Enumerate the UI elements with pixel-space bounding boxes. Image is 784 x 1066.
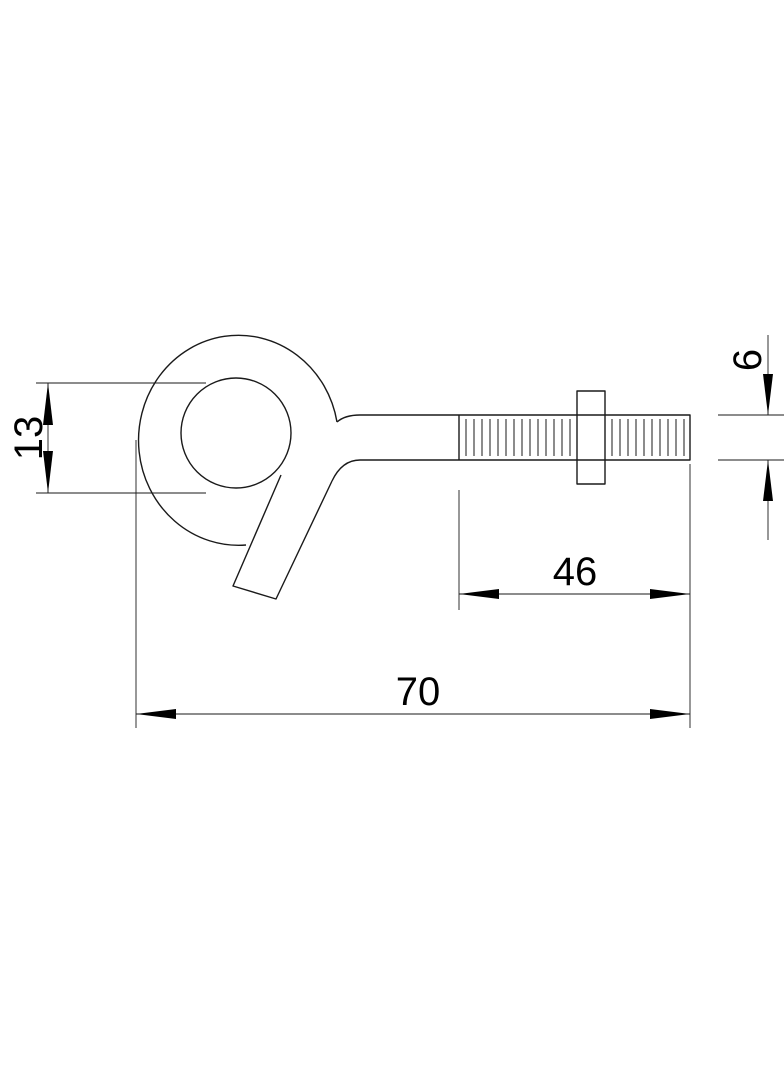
arrowhead bbox=[763, 460, 773, 501]
dimension-label-13: 13 bbox=[7, 416, 51, 461]
dimension-eye-diameter: 13 bbox=[7, 382, 206, 494]
arrowhead bbox=[136, 709, 176, 719]
dimension-label-6: 6 bbox=[726, 349, 770, 371]
arrowhead bbox=[763, 374, 773, 415]
nut bbox=[576, 390, 606, 485]
eye-outer-outline bbox=[137, 334, 338, 546]
arrowhead bbox=[650, 589, 690, 599]
eye-bolt-part bbox=[137, 334, 691, 600]
arrowhead bbox=[43, 383, 53, 425]
threaded-section bbox=[458, 414, 691, 461]
thread-hatching bbox=[465, 419, 685, 456]
eye-inner-hole bbox=[180, 377, 292, 489]
eye-tail bbox=[232, 474, 333, 600]
dimension-thread-diameter: 6 bbox=[718, 335, 784, 540]
arrowhead bbox=[43, 451, 53, 493]
dimension-label-70: 70 bbox=[396, 670, 441, 714]
arrowhead bbox=[650, 709, 690, 719]
shank bbox=[331, 414, 577, 482]
dimension-thread-length: 46 bbox=[458, 464, 691, 728]
dimension-overall-length: 70 bbox=[135, 440, 690, 728]
dimension-label-46: 46 bbox=[553, 550, 598, 594]
arrowhead bbox=[459, 589, 499, 599]
